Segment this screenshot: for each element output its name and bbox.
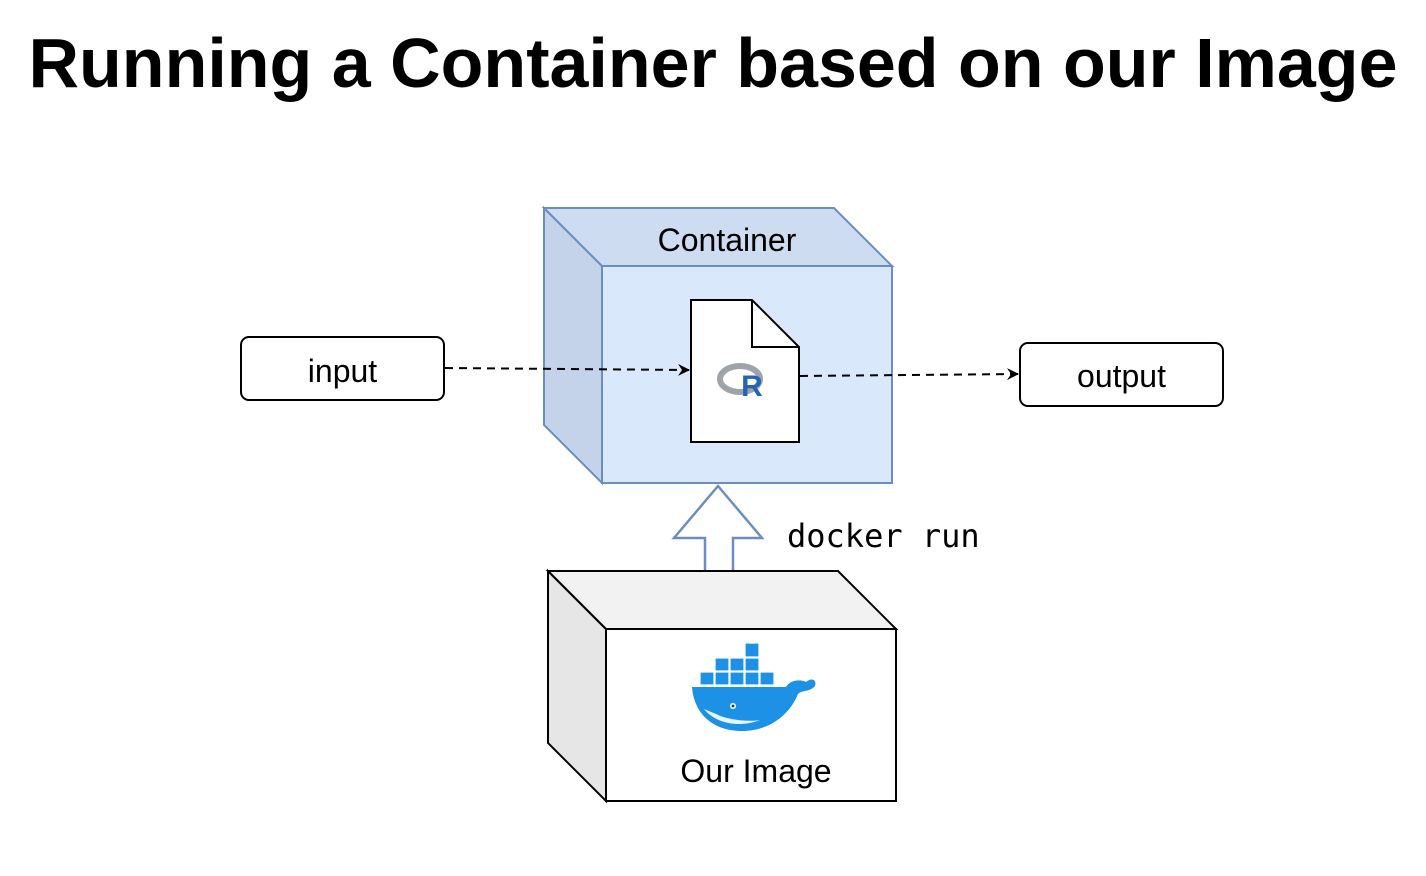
input-label: input (308, 353, 378, 389)
image-cube-top (545, 570, 899, 630)
r-script-document: R (690, 299, 800, 443)
page-title: Running a Container based on our Image (28, 24, 1398, 102)
docker-run-label: docker run (787, 517, 980, 555)
output-box: output (1019, 342, 1224, 407)
image-label: Our Image (680, 753, 831, 789)
output-label: output (1077, 358, 1166, 394)
docker-whale-icon (692, 642, 816, 731)
r-logo-icon: R (717, 363, 763, 403)
svg-text:R: R (741, 370, 763, 403)
image-cube: Our Image (545, 568, 899, 804)
input-box: input (240, 336, 445, 401)
container-label: Container (658, 222, 797, 258)
input-to-script-arrow (444, 363, 690, 376)
